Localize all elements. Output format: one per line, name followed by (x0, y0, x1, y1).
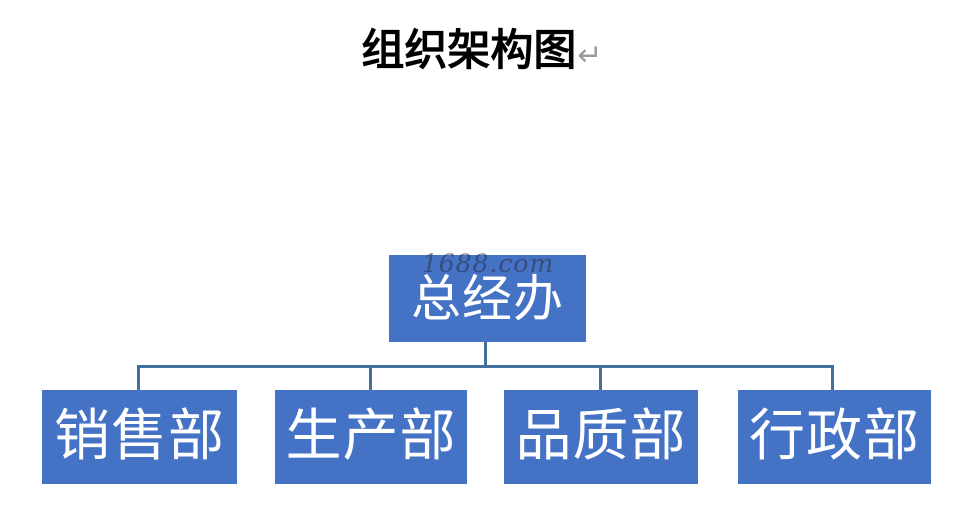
page-title-text: 组织架构图 (361, 26, 577, 76)
org-node-administration[interactable]: 行政部 (738, 390, 931, 484)
org-node-root[interactable]: 总经办 (389, 255, 586, 342)
org-node-production[interactable]: 生产部 (275, 390, 467, 484)
page-title: 组织架构图↵ (0, 16, 964, 78)
org-node-sales[interactable]: 销售部 (42, 390, 237, 484)
org-node-quality[interactable]: 品质部 (504, 390, 698, 484)
paragraph-mark-icon: ↵ (577, 38, 603, 73)
watermark-1688: 1688.com (421, 249, 555, 278)
